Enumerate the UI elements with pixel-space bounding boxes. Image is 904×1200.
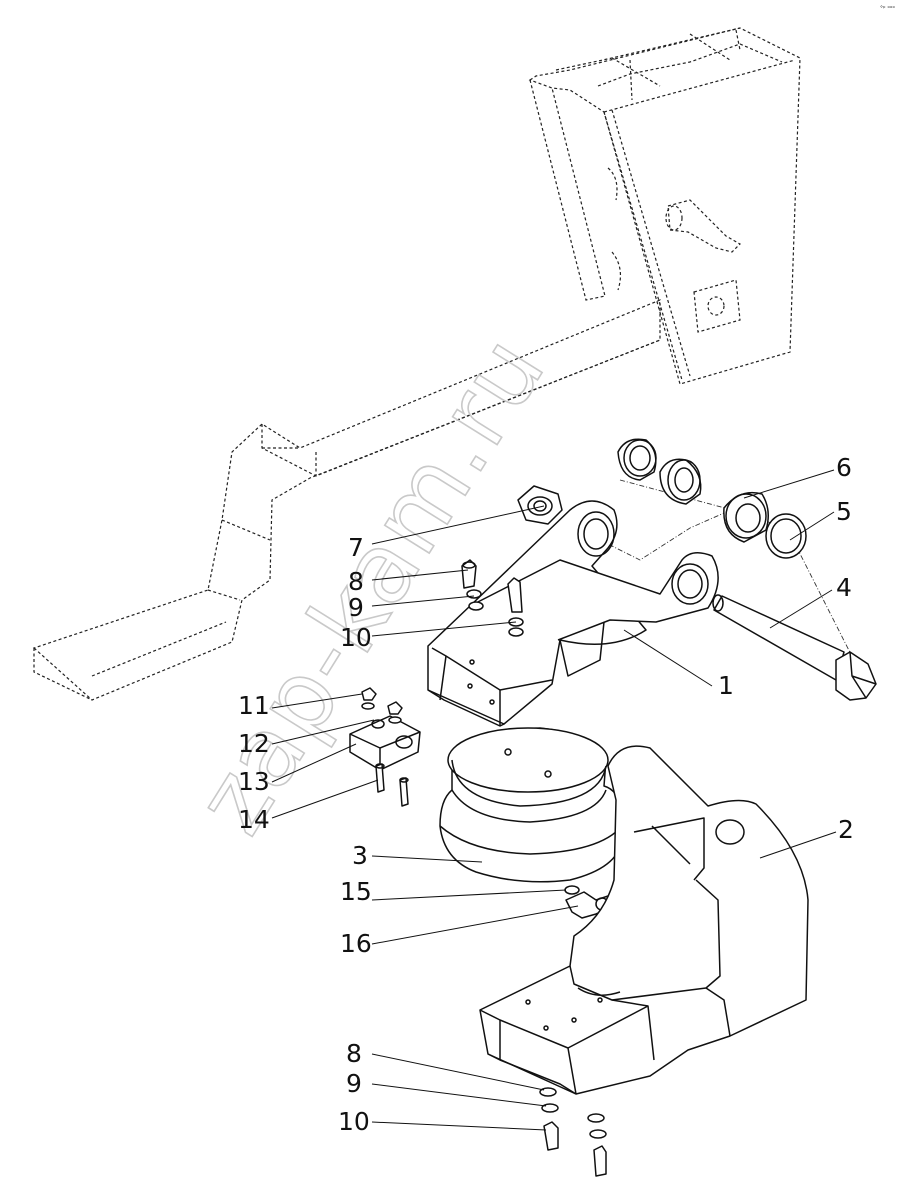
callout-labels: 7 8 9 10 11 12 13 14 3 15 16 6 5 4 1 2 8…: [238, 453, 854, 1136]
part-air-spring: [439, 727, 623, 883]
callout-2: 2: [838, 815, 854, 844]
vehicle-frame-phantom: [32, 27, 801, 701]
part-lower-bracket: [479, 745, 809, 1095]
callout-12: 12: [238, 729, 270, 758]
callout-1: 1: [718, 671, 734, 700]
callout-6: 6: [836, 453, 852, 482]
corner-mark: °ᵖ ᵒᵒᵒ: [880, 5, 895, 12]
callout-10-lower: 10: [338, 1107, 370, 1136]
callout-9-lower: 9: [346, 1069, 362, 1098]
callout-14: 14: [238, 805, 270, 834]
callout-16: 16: [340, 929, 372, 958]
callout-11: 11: [238, 691, 270, 720]
callout-13: 13: [238, 767, 270, 796]
callout-7: 7: [348, 533, 364, 562]
part-upper-fasteners: [461, 559, 524, 637]
callout-4: 4: [836, 573, 852, 602]
part-lower-fasteners: [539, 1087, 607, 1177]
callout-15: 15: [340, 877, 372, 906]
callout-10: 10: [340, 623, 372, 652]
part-clamp-block: [349, 687, 421, 807]
part-upper-bracket: [427, 485, 719, 727]
callout-5: 5: [836, 497, 852, 526]
callout-3: 3: [352, 841, 368, 870]
leader-lines: [271, 469, 837, 1131]
part-bushings: [617, 438, 807, 559]
callout-8: 8: [348, 567, 364, 596]
callout-9: 9: [348, 593, 364, 622]
callout-8-lower: 8: [346, 1039, 362, 1068]
part-long-bolt: [712, 594, 877, 701]
